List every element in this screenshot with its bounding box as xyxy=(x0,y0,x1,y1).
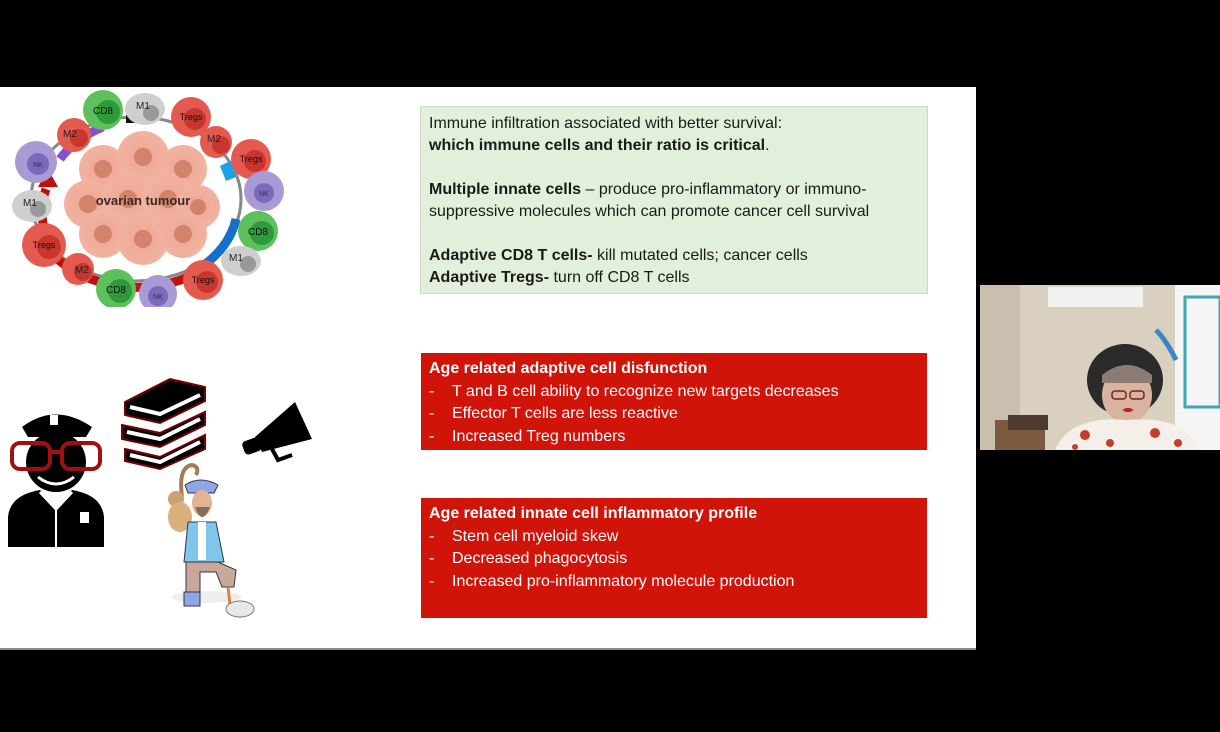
cell-cd8: CD8 xyxy=(238,211,278,251)
innate-box-title: Age related innate cell inflammatory pro… xyxy=(429,505,758,522)
info-line-1: Immune infiltration associated with bett… xyxy=(429,115,783,132)
cell-tregs: Tregs xyxy=(183,260,223,300)
svg-text:M1: M1 xyxy=(23,198,37,209)
immune-cell-cycle-diagram: ovarian tumour CD8 M1 Tregs M2 Tregs NK … xyxy=(12,90,284,307)
svg-text:M2: M2 xyxy=(207,134,221,145)
svg-text:M2: M2 xyxy=(75,265,89,276)
list-item: -Decreased phagocytosis xyxy=(429,550,628,567)
list-item: -T and B cell ability to recognize new t… xyxy=(429,382,839,400)
svg-text:M1: M1 xyxy=(229,253,243,264)
cell-cd8: CD8 xyxy=(83,90,123,130)
adaptive-dysfunction-box: Age related adaptive cell disfunction -T… xyxy=(421,353,927,450)
innate-inflammatory-box: Age related innate cell inflammatory pro… xyxy=(421,498,927,618)
svg-text:M2: M2 xyxy=(63,129,77,140)
cell-m1: M1 xyxy=(221,246,261,276)
tregs-text: Adaptive Tregs- turn off CD8 T cells xyxy=(429,269,690,286)
cell-nk: NK xyxy=(139,275,177,307)
tumour-cluster xyxy=(64,131,220,265)
tumour-label: ovarian tumour xyxy=(96,193,191,208)
list-item: -Stem cell myeloid skew xyxy=(429,527,619,545)
list-item: -Effector T cells are less reactive xyxy=(429,405,678,422)
presentation-slide: ovarian tumour CD8 M1 Tregs M2 Tregs NK … xyxy=(0,87,976,650)
list-item: -Increased Treg numbers xyxy=(429,427,626,445)
cell-m2: M2 xyxy=(200,126,232,158)
innate-cells-text: Multiple innate cells – produce pro-infl… xyxy=(429,181,870,220)
svg-text:CD8: CD8 xyxy=(248,227,268,238)
list-item: -Increased pro-inflammatory molecule pro… xyxy=(429,572,795,590)
cell-tregs: Tregs xyxy=(22,223,66,267)
pirate-illustration xyxy=(168,462,255,618)
cell-m1: M1 xyxy=(12,190,52,222)
cell-tregs: Tregs xyxy=(171,97,211,137)
svg-text:CD8: CD8 xyxy=(93,106,113,117)
svg-text:NK: NK xyxy=(33,162,43,169)
svg-text:Tregs: Tregs xyxy=(180,112,203,122)
info-line-2: which immune cells and their ratio is cr… xyxy=(429,137,766,154)
cell-m2: M2 xyxy=(62,253,94,285)
svg-text:M1: M1 xyxy=(136,101,150,112)
svg-text:Tregs: Tregs xyxy=(192,275,215,285)
megaphone-icon xyxy=(242,402,312,463)
cell-nk: NK xyxy=(15,141,57,183)
adaptive-box-title: Age related adaptive cell disfunction xyxy=(429,360,708,377)
svg-text:Tregs: Tregs xyxy=(240,154,263,164)
cell-cd8: CD8 xyxy=(96,269,136,307)
svg-text:CD8: CD8 xyxy=(106,285,126,296)
presenter-video[interactable] xyxy=(980,285,1220,450)
books-icon xyxy=(121,377,206,471)
immune-info-box: Immune infiltration associated with bett… xyxy=(420,106,928,294)
cell-tregs: Tregs xyxy=(231,139,271,179)
police-officer-icon xyxy=(8,414,104,547)
svg-text:Tregs: Tregs xyxy=(33,240,56,250)
cell-m1: M1 xyxy=(125,93,165,125)
svg-text:NK: NK xyxy=(153,294,163,301)
svg-text:NK: NK xyxy=(259,191,269,198)
webcam-feed xyxy=(980,285,1220,450)
illustrations xyxy=(8,377,312,618)
cell-m2: M2 xyxy=(57,118,91,152)
cd8-text: Adaptive CD8 T cells- kill mutated cells… xyxy=(429,247,808,264)
cell-nk: NK xyxy=(244,171,284,211)
